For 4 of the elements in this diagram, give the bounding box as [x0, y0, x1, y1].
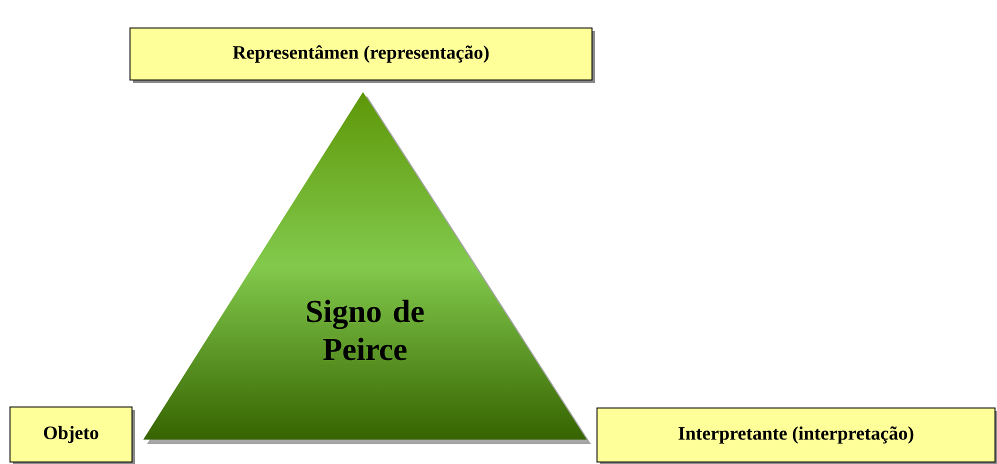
triangle: Signo de Peirce	[143, 92, 591, 444]
label-box: Representâmen (representação)	[130, 28, 595, 83]
label-box: Objeto	[10, 406, 135, 464]
label-box: Interpretante (interpretação)	[596, 408, 997, 464]
